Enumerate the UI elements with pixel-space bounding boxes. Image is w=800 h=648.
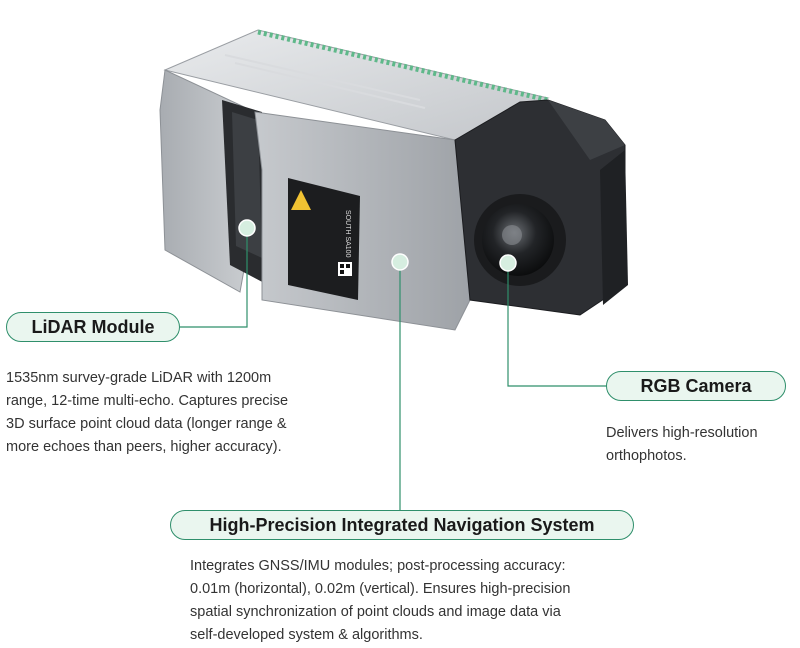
camera-description: Delivers high-resolution orthophotos. xyxy=(606,422,796,468)
camera-desc-line: Delivers high-resolution xyxy=(606,425,758,441)
navigation-system-label: High-Precision Integrated Navigation Sys… xyxy=(170,510,634,540)
lidar-desc-line: 1535nm survey-grade LiDAR with 1200m xyxy=(6,370,272,386)
accent-strip xyxy=(257,29,549,103)
nav-desc-line: self-developed system & algorithms. xyxy=(190,627,423,643)
device-brand-text: SOUTH SA100 xyxy=(344,210,351,258)
camera-marker xyxy=(499,254,517,272)
device-front-face xyxy=(254,111,471,331)
lidar-module-label: LiDAR Module xyxy=(6,312,180,342)
nav-marker xyxy=(391,253,409,271)
lidar-desc-line: more echoes than peers, higher accuracy)… xyxy=(6,439,282,455)
camera-desc-line: orthophotos. xyxy=(606,448,687,464)
rgb-camera-label: RGB Camera xyxy=(606,371,786,401)
lidar-connector xyxy=(180,228,248,328)
lidar-desc-line: range, 12-time multi-echo. Captures prec… xyxy=(6,393,289,409)
navigation-description: Integrates GNSS/IMU modules; post-proces… xyxy=(190,555,660,647)
camera-connector xyxy=(507,263,610,387)
nav-desc-line: spatial synchronization of point clouds … xyxy=(190,604,561,620)
lidar-desc-line: 3D surface point cloud data (longer rang… xyxy=(6,416,287,432)
lidar-description: 1535nm survey-grade LiDAR with 1200m ran… xyxy=(6,367,336,459)
nav-desc-line: 0.01m (horizontal), 0.02m (vertical). En… xyxy=(190,581,571,597)
lidar-marker xyxy=(238,219,256,237)
nav-desc-line: Integrates GNSS/IMU modules; post-proces… xyxy=(190,558,566,574)
